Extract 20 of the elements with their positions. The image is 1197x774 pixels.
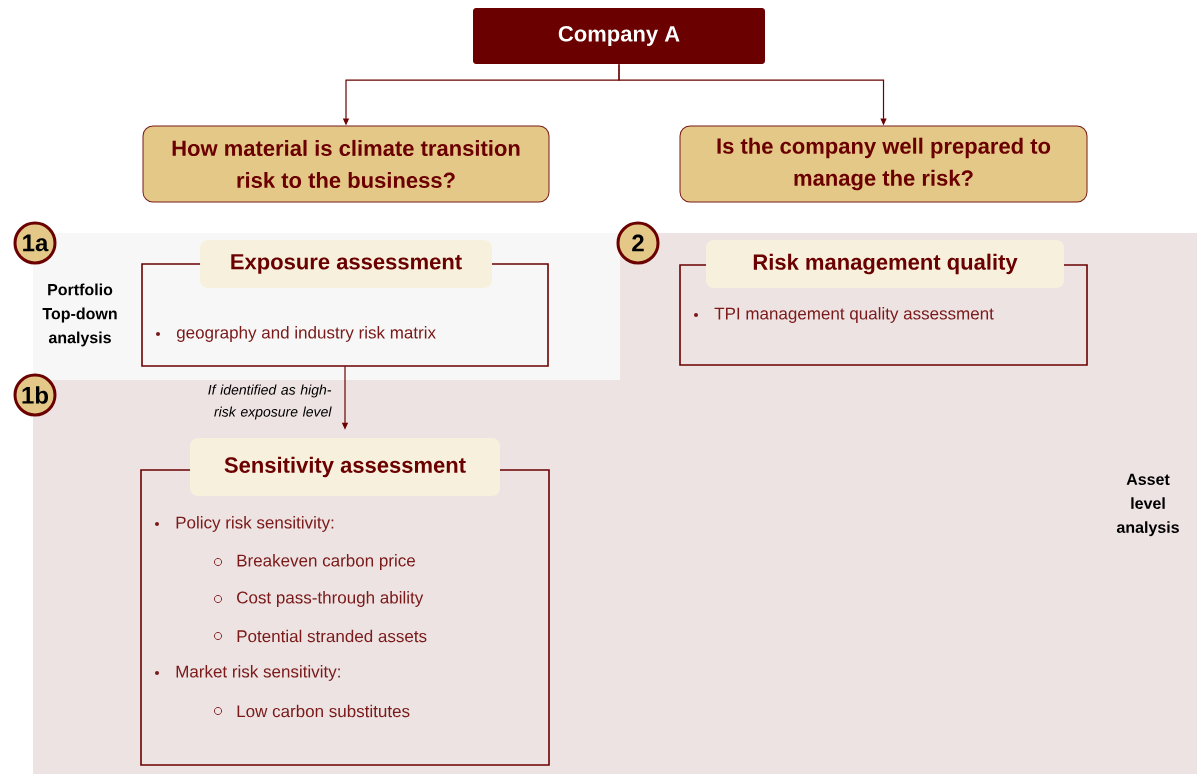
band-label: Portfolio Top-down analysis	[42, 283, 117, 347]
bullet-text: TPI management quality assessment	[714, 307, 994, 323]
heading-label: Exposure assessment	[200, 240, 492, 288]
bullet-text: Breakeven carbon price	[237, 554, 415, 570]
title-box: Company A	[473, 8, 765, 64]
step-number: 2	[616, 221, 660, 265]
heading-label: Risk management quality	[706, 240, 1064, 288]
band-label: Asset level analysis	[1116, 473, 1179, 537]
heading-label: Sensitivity assessment	[190, 438, 500, 496]
step-number: 1a	[13, 221, 57, 265]
bullet-text: geography and industry risk matrix	[176, 326, 436, 342]
question-box: How material is climate transition risk to the business?	[142, 125, 550, 203]
question-box: Is the company well prepared to manage the risk?	[679, 125, 1088, 203]
bullet-text: Low carbon substitutes	[237, 704, 410, 718]
bullet-text: Policy risk sensitivity:	[176, 516, 334, 532]
bullet-text: Market risk sensitivity:	[176, 665, 340, 681]
bullet-text: Cost pass-through ability	[237, 591, 424, 607]
bullet-text: Potential stranded assets	[237, 629, 427, 643]
edge-label: If identified as high-risk exposure level	[208, 384, 332, 420]
step-number: 1b	[13, 373, 57, 417]
